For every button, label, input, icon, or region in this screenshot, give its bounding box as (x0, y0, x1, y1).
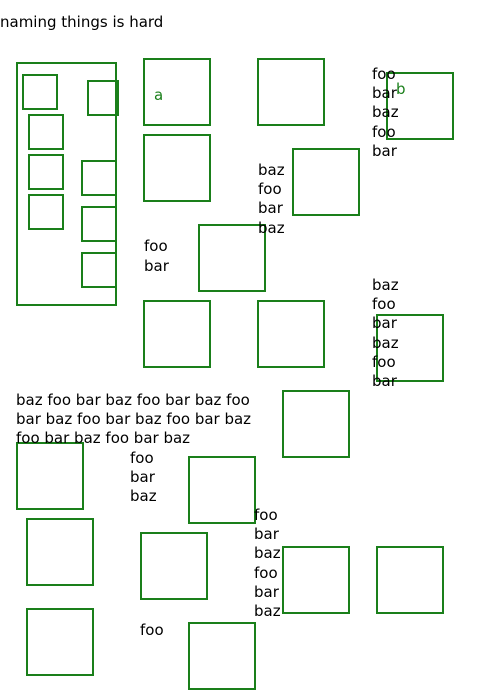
label-a: a (154, 86, 164, 104)
text-list-mid: baz foo bar baz (258, 161, 285, 237)
text-list-left-pair: foo bar (144, 237, 169, 275)
square (143, 134, 211, 202)
text-list-right: baz foo bar baz foo bar (372, 276, 399, 391)
panel-square-3 (28, 114, 64, 150)
panel-square-7 (81, 206, 117, 242)
square (257, 300, 325, 368)
panel-square-1 (22, 74, 58, 110)
square (282, 546, 350, 614)
text-list-top-right: foo bar baz foo bar (372, 65, 399, 160)
square (198, 224, 266, 292)
square (188, 622, 256, 690)
panel-square-6 (28, 194, 64, 230)
panel-square-8 (81, 252, 117, 288)
panel-square-5 (81, 160, 117, 196)
text-list-bottom-mid: foo bar baz foo bar baz (254, 506, 281, 621)
square (140, 532, 208, 600)
square-b (386, 72, 454, 140)
square (188, 456, 256, 524)
text-bottom-word: foo (140, 621, 164, 639)
text-list-small: foo bar baz (130, 449, 157, 506)
square-a (143, 58, 211, 126)
square (26, 608, 94, 676)
panel-square-4 (28, 154, 64, 190)
square (376, 546, 444, 614)
square (376, 314, 444, 382)
square (143, 300, 211, 368)
square (292, 148, 360, 216)
label-b: b (396, 80, 406, 98)
square (26, 518, 94, 586)
square (282, 390, 350, 458)
square (257, 58, 325, 126)
panel-square-2 (87, 80, 119, 116)
page-title: naming things is hard (0, 13, 164, 31)
square (16, 442, 84, 510)
text-paragraph: baz foo bar baz foo bar baz foo bar baz … (16, 391, 252, 448)
